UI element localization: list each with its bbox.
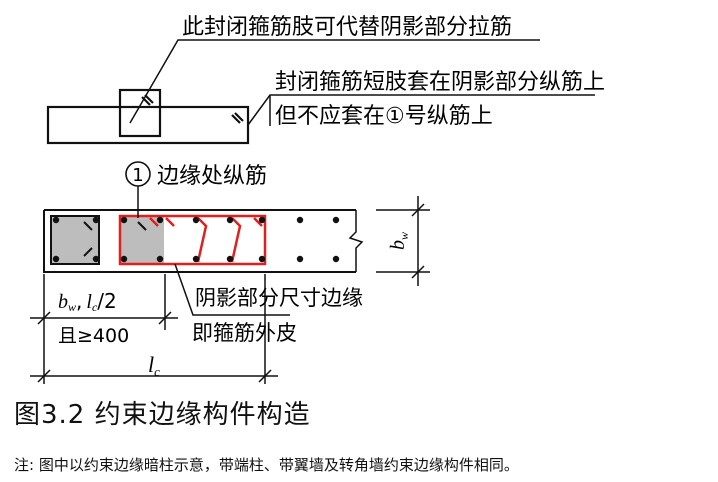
short-stirrup <box>118 88 162 138</box>
lc-label: lc <box>148 352 160 379</box>
wall-section <box>43 209 364 273</box>
figure-note: 注: 图中以约束边缘暗柱示意，带端柱、带翼墙及转角墙约束边缘构件相同。 <box>14 456 519 474</box>
red-stirrups <box>118 214 267 266</box>
shade-label-2: 即箍筋外皮 <box>192 321 297 345</box>
circled-number-text: 1 <box>132 165 143 186</box>
bottom-dimensions <box>30 263 290 384</box>
top-label: 此封闭箍筋肢可代替阴影部分拉筋 <box>182 15 512 40</box>
right-label-1: 封闭箍筋短肢套在阴影部分纵筋上 <box>275 70 605 95</box>
leader-lines <box>129 39 595 126</box>
shade-label-1: 阴影部分尺寸边缘 <box>195 286 363 310</box>
figure-caption: 图3.2 约束边缘构件构造 <box>14 400 311 430</box>
dim-bw-lc-label: bw,lc/2 <box>58 289 117 314</box>
edge-bar-label: 边缘处纵筋 <box>157 164 267 189</box>
right-label-2: 但不应套在①号纵筋上 <box>275 104 493 129</box>
hook-mark-2 <box>231 112 244 124</box>
rebar-dots <box>52 216 340 263</box>
large-stirrup <box>46 105 250 145</box>
shaded-block-2 <box>120 216 164 264</box>
shaded-block-1 <box>50 215 100 265</box>
stirrup-sketch <box>46 88 250 145</box>
break-line <box>348 210 364 272</box>
dim-min-400-label: 且≥400 <box>58 325 129 347</box>
bw-dimension <box>376 196 430 286</box>
bw-label: bw <box>387 232 411 250</box>
hook-mark-1 <box>141 94 154 106</box>
